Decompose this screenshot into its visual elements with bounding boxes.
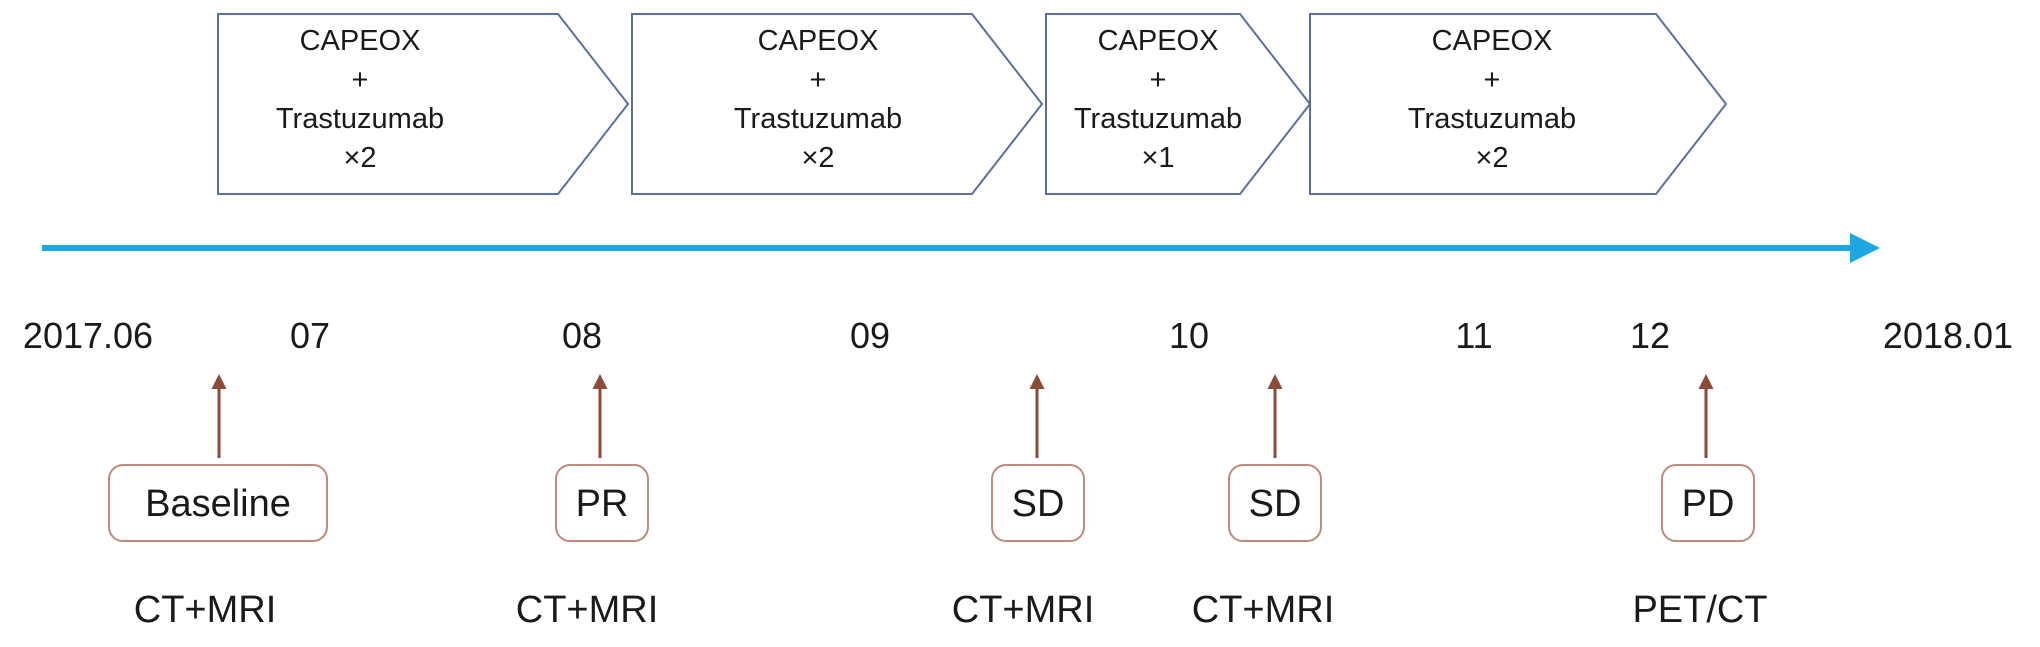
treatment-3-line-1: CAPEOX — [1098, 25, 1219, 57]
treatment-2-line-3: Trastuzumab — [734, 103, 902, 135]
response-box-sd-2 — [1228, 464, 1322, 542]
response-label-pr: PR — [576, 483, 629, 525]
month-label-07: 07 — [290, 315, 330, 356]
response-label-pd: PD — [1682, 483, 1735, 525]
treatment-1-line-3: Trastuzumab — [276, 103, 444, 135]
treatment-4-line-1: CAPEOX — [1432, 25, 1553, 57]
response-boxes: Baseline PR SD SD PD — [108, 464, 1755, 542]
treatment-2-line-2: + — [810, 64, 827, 96]
response-box-baseline — [108, 464, 328, 542]
response-box-sd-1 — [991, 464, 1085, 542]
month-label-09: 09 — [850, 315, 890, 356]
treatment-pentagon-1 — [217, 13, 630, 195]
treatment-2-line-4: ×2 — [801, 142, 834, 174]
month-label-2017-06: 2017.06 — [23, 315, 153, 356]
month-label-2018-01: 2018.01 — [1883, 315, 2013, 356]
month-labels: 2017.06 07 08 09 10 11 12 2018.01 — [23, 315, 2013, 356]
treatment-1-line-4: ×2 — [343, 142, 376, 174]
response-box-pr — [555, 464, 649, 542]
treatment-pentagon-3 — [1045, 13, 1312, 195]
exam-label-2: CT+MRI — [516, 589, 659, 631]
exam-label-3: CT+MRI — [952, 589, 1095, 631]
treatment-3-line-3: Trastuzumab — [1074, 103, 1242, 135]
exam-label-5: PET/CT — [1632, 589, 1767, 631]
assessment-arrows — [211, 374, 1714, 458]
response-label-sd-1: SD — [1012, 483, 1065, 525]
response-label-baseline: Baseline — [145, 483, 291, 525]
treatment-3-line-2: + — [1150, 64, 1167, 96]
month-label-08: 08 — [562, 315, 602, 356]
treatment-block-3: CAPEOX + Trastuzumab ×1 — [1045, 13, 1312, 195]
treatment-block-1: CAPEOX + Trastuzumab ×2 — [217, 13, 630, 195]
treatment-pentagon-4 — [1309, 13, 1728, 195]
month-label-11: 11 — [1455, 315, 1492, 356]
treatment-3-line-4: ×1 — [1141, 142, 1174, 174]
exam-label-4: CT+MRI — [1192, 589, 1335, 631]
exam-labels: CT+MRI CT+MRI CT+MRI CT+MRI PET/CT — [134, 589, 1768, 631]
month-label-12: 12 — [1630, 315, 1670, 356]
treatment-1-line-2: + — [352, 64, 369, 96]
treatment-4-line-4: ×2 — [1475, 142, 1508, 174]
treatment-block-2: CAPEOX + Trastuzumab ×2 — [631, 13, 1044, 195]
treatment-1-line-1: CAPEOX — [300, 25, 421, 57]
treatment-pentagon-2 — [631, 13, 1044, 195]
treatment-2-line-1: CAPEOX — [758, 25, 879, 57]
response-label-sd-2: SD — [1249, 483, 1302, 525]
treatment-4-line-2: + — [1484, 64, 1501, 96]
treatment-4-line-3: Trastuzumab — [1408, 103, 1576, 135]
month-label-10: 10 — [1169, 315, 1209, 356]
exam-label-1: CT+MRI — [134, 589, 277, 631]
treatment-block-4: CAPEOX + Trastuzumab ×2 — [1309, 13, 1728, 195]
response-box-pd — [1661, 464, 1755, 542]
